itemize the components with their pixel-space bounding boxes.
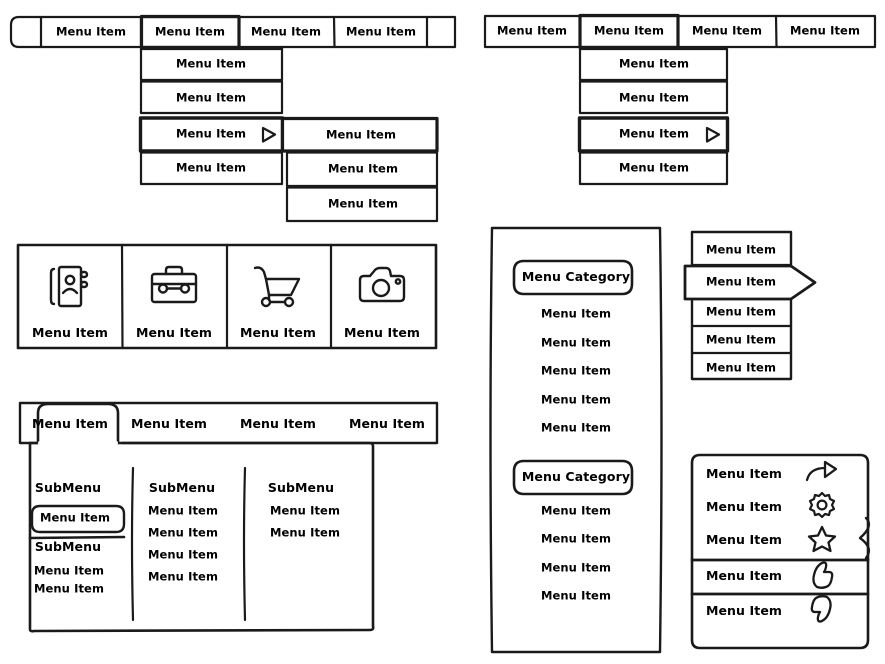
megamenu-col3-heading: SubMenu: [267, 479, 335, 495]
shopping-cart-icon: [249, 262, 307, 314]
iconlist-item-1-label: Menu Item: [705, 465, 783, 481]
star-icon: [807, 524, 837, 558]
vmenu-item-3-label: Menu Item: [705, 304, 777, 319]
iconlist-item-3-label: Menu Item: [705, 531, 783, 547]
iconlist-item-5-label: Menu Item: [705, 602, 783, 618]
sidebar-s2-item-4-label: Menu Item: [540, 588, 612, 603]
sidebar-s1-item-2-label: Menu Item: [540, 335, 612, 350]
vmenu-item-5-label: Menu Item: [705, 360, 777, 375]
address-book-icon: [44, 262, 96, 314]
megamenu-col1-group2-heading: SubMenu: [34, 538, 102, 554]
dropdown-left-item-1-label: Menu Item: [175, 56, 247, 71]
dropdown-right-item-3-label: Menu Item: [618, 126, 690, 141]
vmenu-item-1-label: Menu Item: [705, 242, 777, 257]
vmenu-item-4-label: Menu Item: [705, 332, 777, 347]
tab-1-label: Menu Item: [31, 415, 109, 431]
menubar-left-item-4-label: Menu Item: [345, 24, 417, 39]
sidebar-category-1-label: Menu Category: [521, 268, 631, 284]
toolbox-icon: [146, 263, 202, 313]
tab-4-label: Menu Item: [348, 415, 426, 431]
flyout-left-item-2-label: Menu Item: [327, 161, 399, 176]
megamenu-col1-group1-item-1-label: Menu Item: [39, 510, 111, 525]
share-arrow-icon: [805, 460, 839, 490]
dropdown-right-item-4-label: Menu Item: [618, 160, 690, 175]
dropdown-right-item-2-label: Menu Item: [618, 90, 690, 105]
sidebar-s2-item-3-label: Menu Item: [540, 560, 612, 575]
menubar-right-item-1-label: Menu Item: [496, 23, 568, 38]
gear-icon: [807, 491, 837, 525]
sidebar-s1-item-5-label: Menu Item: [540, 420, 612, 435]
menubar-left-item-2-label: Menu Item: [154, 24, 226, 39]
menubar-left-item-3-label: Menu Item: [250, 24, 322, 39]
thumbs-up-icon: [808, 560, 836, 594]
menubar-right-item-3-label: Menu Item: [691, 23, 763, 38]
icon-tile-4-label: Menu Item: [343, 324, 421, 340]
icon-tile-2-label: Menu Item: [135, 324, 213, 340]
megamenu-col3-item-1-label: Menu Item: [269, 503, 341, 518]
megamenu-col2-item-3-label: Menu Item: [147, 547, 219, 562]
sidebar-s2-item-2-label: Menu Item: [540, 531, 612, 546]
iconlist-item-4-label: Menu Item: [705, 567, 783, 583]
flyout-left-item-3-label: Menu Item: [327, 196, 399, 211]
megamenu-col1-group1-heading: SubMenu: [34, 479, 102, 495]
tab-2-label: Menu Item: [130, 415, 208, 431]
dropdown-left-item-2-label: Menu Item: [175, 90, 247, 105]
sidebar-s1-item-1-label: Menu Item: [540, 306, 612, 321]
thumbs-down-icon: [808, 594, 836, 628]
dropdown-left-item-3-label: Menu Item: [175, 126, 247, 141]
megamenu-col1-group2-item-1-label: Menu Item: [33, 563, 105, 578]
sidebar-s1-item-4-label: Menu Item: [540, 392, 612, 407]
flyout-left-item-1-label: Menu Item: [325, 127, 397, 142]
icon-tile-3-label: Menu Item: [239, 324, 317, 340]
dropdown-left-item-4-label: Menu Item: [175, 160, 247, 175]
megamenu-col2-item-1-label: Menu Item: [147, 503, 219, 518]
menubar-left-item-1-label: Menu Item: [55, 24, 127, 39]
sidebar-category-2-label: Menu Category: [521, 468, 631, 484]
megamenu-col1-group2-item-2-label: Menu Item: [33, 581, 105, 596]
camera-icon: [353, 264, 411, 312]
megamenu-col2-item-4-label: Menu Item: [147, 569, 219, 584]
menubar-right-item-4-label: Menu Item: [789, 23, 861, 38]
megamenu-col3-item-2-label: Menu Item: [269, 525, 341, 540]
tab-3-label: Menu Item: [239, 415, 317, 431]
iconlist-item-2-label: Menu Item: [705, 498, 783, 514]
menubar-right-item-2-label: Menu Item: [593, 23, 665, 38]
icon-tile-1-label: Menu Item: [31, 324, 109, 340]
sidebar-s1-item-3-label: Menu Item: [540, 363, 612, 378]
sidebar-s2-item-1-label: Menu Item: [540, 503, 612, 518]
vmenu-item-2-label: Menu Item: [705, 274, 777, 289]
megamenu-col2-item-2-label: Menu Item: [147, 525, 219, 540]
dropdown-right-item-1-label: Menu Item: [618, 56, 690, 71]
megamenu-col2-heading: SubMenu: [148, 479, 216, 495]
